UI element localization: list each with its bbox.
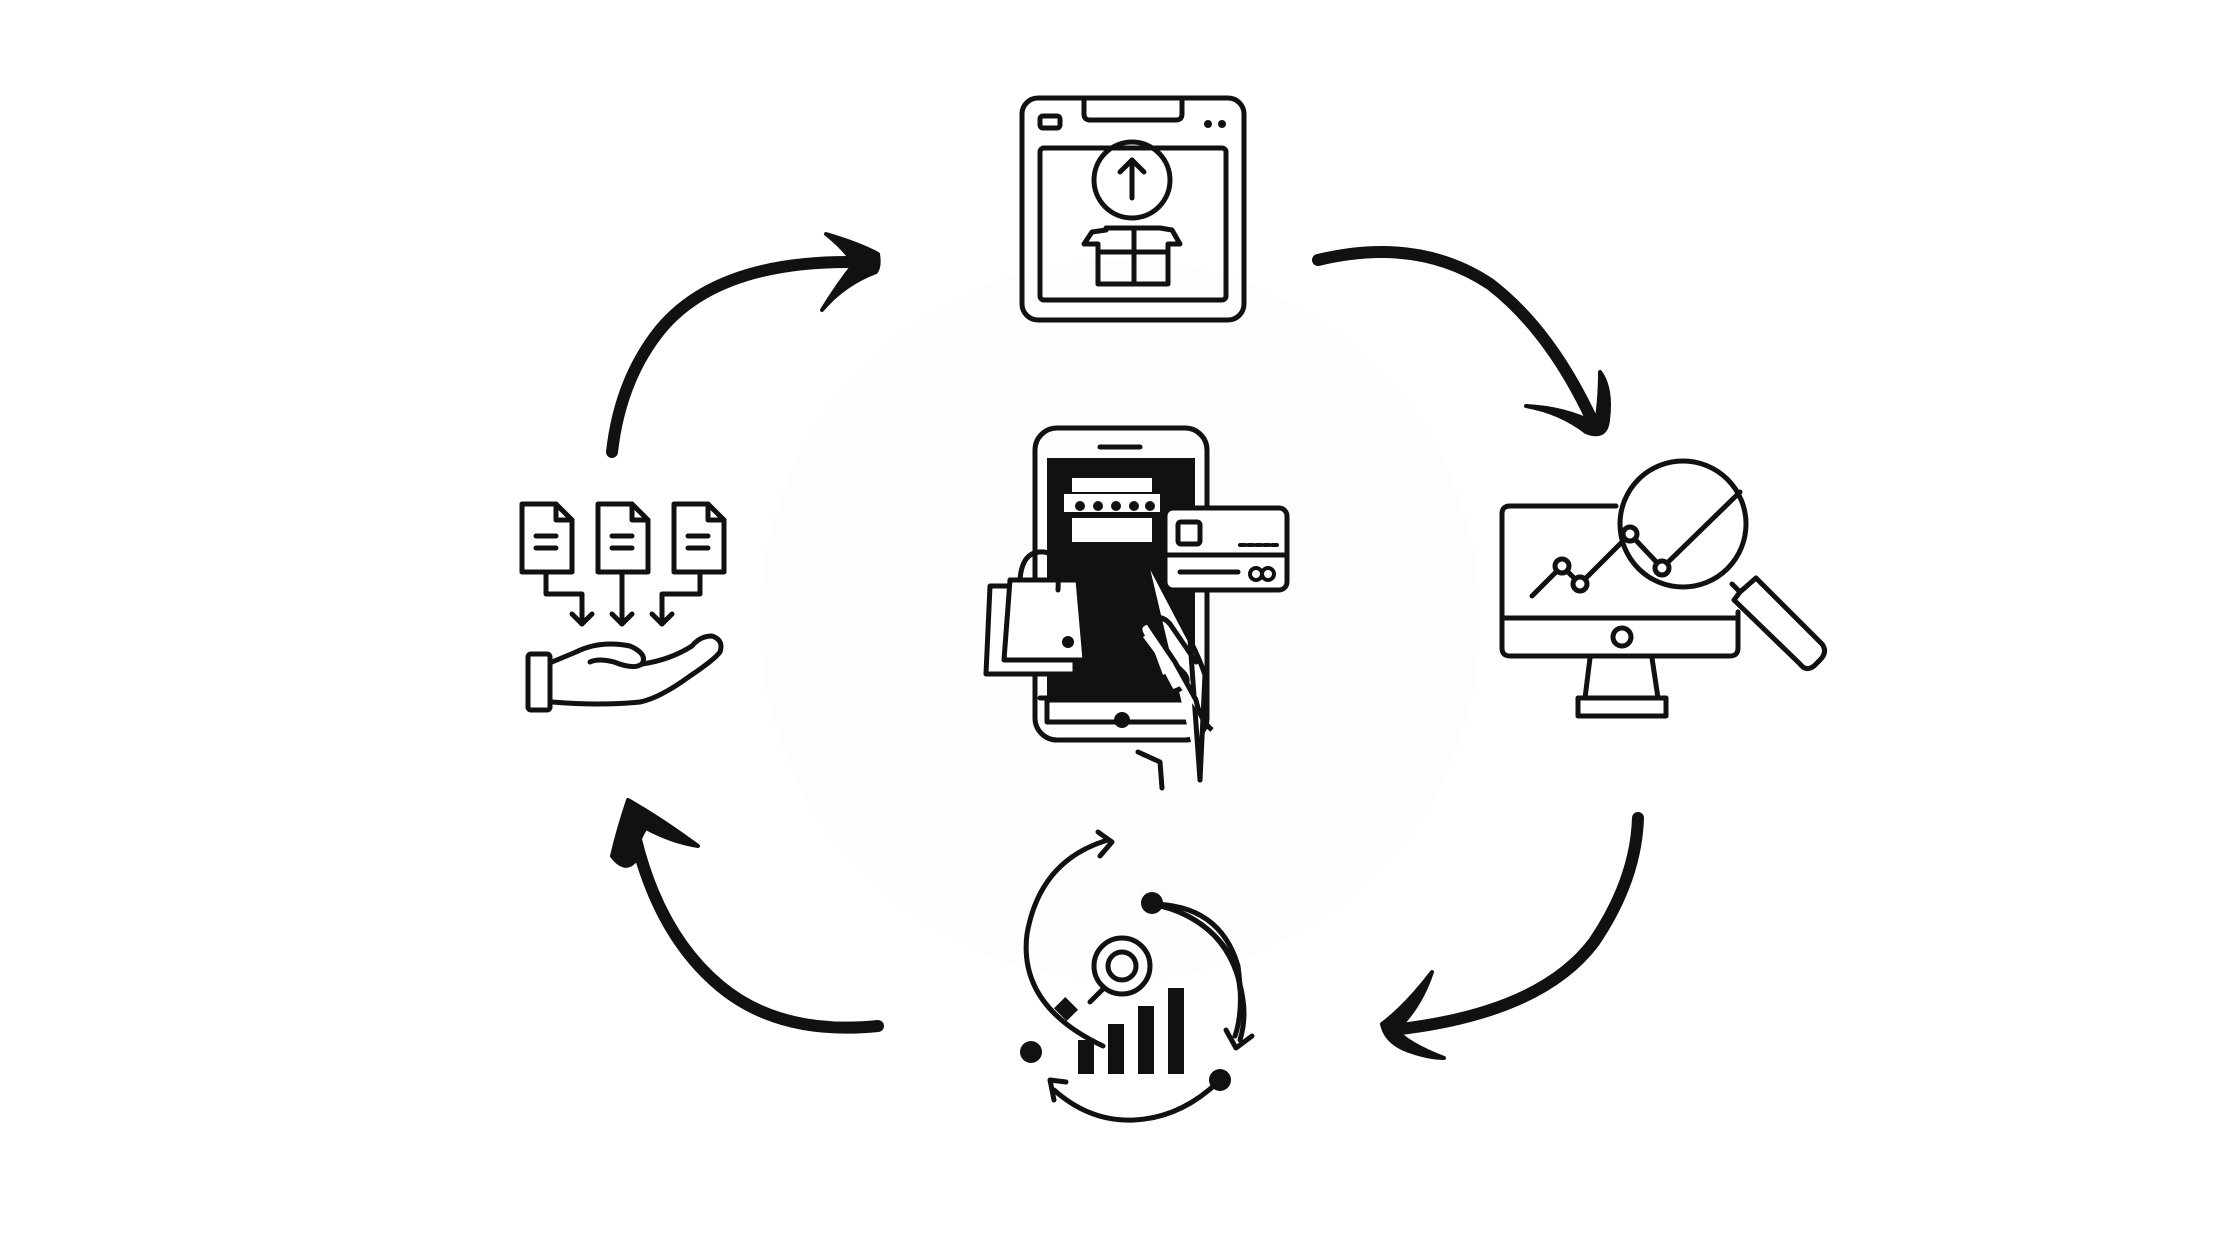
mobile-shopping-icon [983, 425, 1290, 791]
arrow-top-to-right [1312, 246, 1611, 437]
documents-delivery-hand-icon [519, 501, 727, 713]
arrow-left-to-top [606, 232, 881, 458]
arrow-right-to-bottom [1380, 812, 1644, 1060]
arrow-bottom-to-left [610, 798, 884, 1034]
product-upload-browser-icon [1019, 95, 1247, 323]
analytics-monitor-magnifier-icon [1499, 458, 1828, 719]
data-cycle-analysis-icon [1020, 829, 1255, 1123]
